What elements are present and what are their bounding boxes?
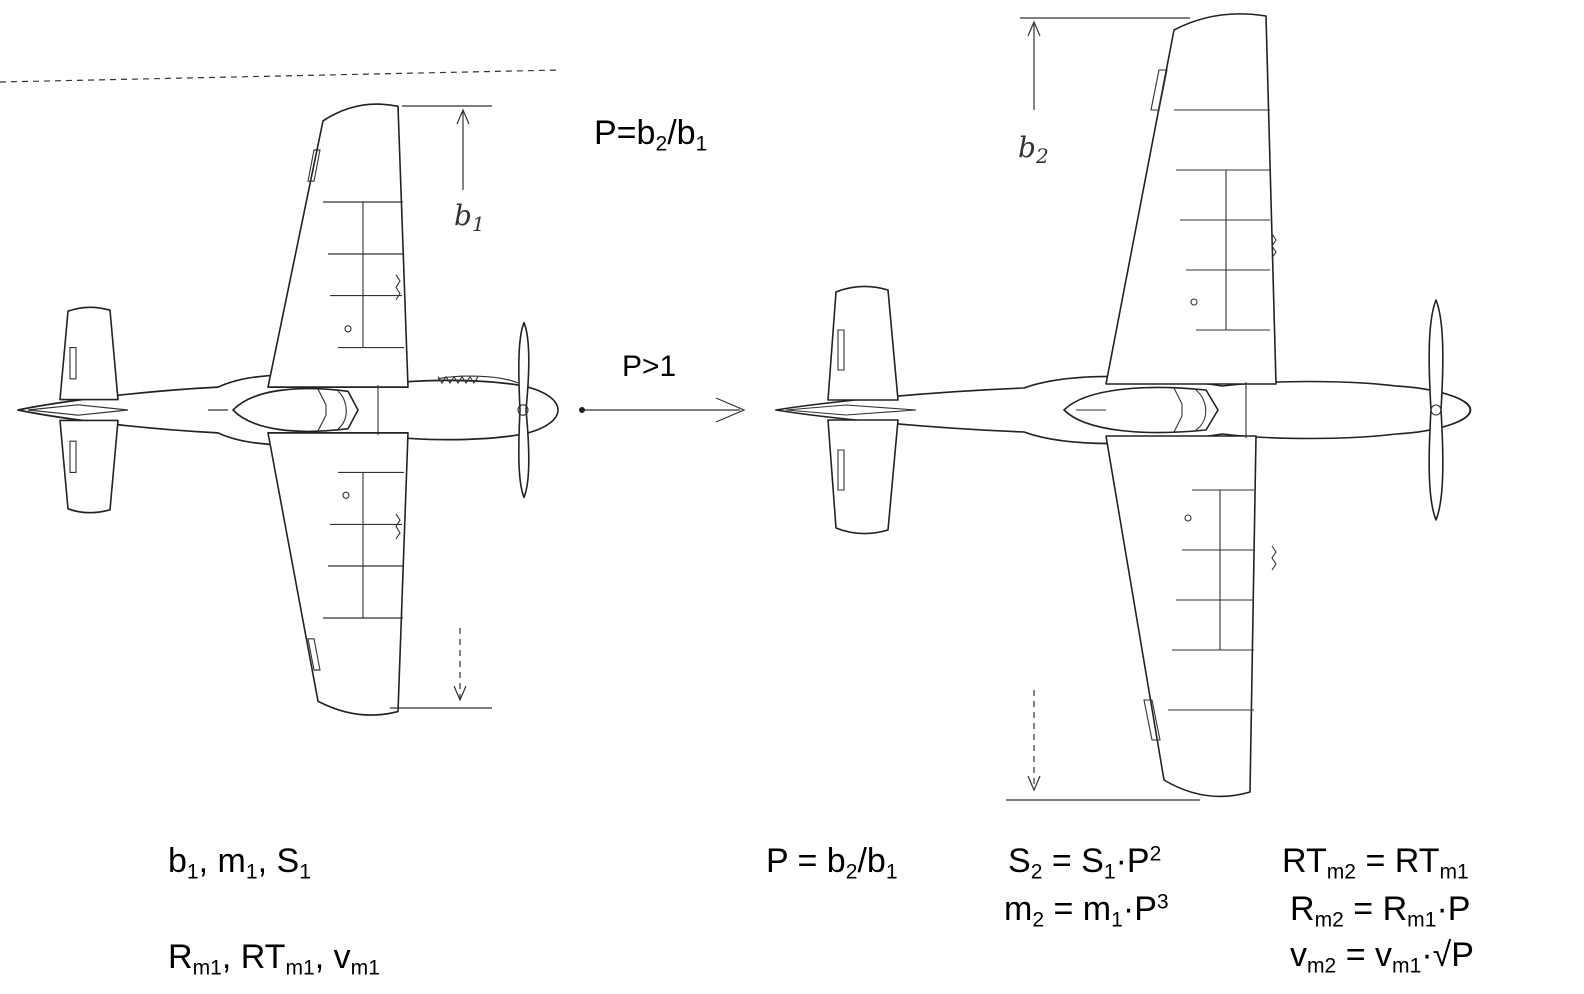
span-dimension-b2 (1006, 17, 1200, 801)
original-params-line1: b1, m1, S1 (168, 842, 311, 884)
b2-handwritten: b2 (1018, 131, 1049, 168)
aircraft-original (17, 103, 559, 716)
formula-p: P = b2/b1 (766, 842, 898, 884)
formula-radius: Rm2 = Rm1·P (1290, 890, 1471, 932)
formula-area: S2 = S1·P2 (1008, 842, 1162, 884)
scaling-arrow (579, 397, 746, 423)
original-params-line2: Rm1, RTm1, vm1 (168, 938, 380, 980)
span-dimension-b1 (0, 69, 561, 709)
formula-turn-rate: RTm2 = RTm1 (1282, 842, 1469, 884)
arrow-label: P>1 (622, 350, 677, 383)
formula-velocity: vm2 = vm1·√P (1290, 936, 1474, 978)
b1-handwritten: b1 (454, 199, 485, 236)
aircraft-scaled (775, 13, 1472, 798)
formula-mass: m2 = m1·P3 (1004, 890, 1169, 932)
scale-ratio-definition: P=b2/b1 (594, 114, 708, 156)
